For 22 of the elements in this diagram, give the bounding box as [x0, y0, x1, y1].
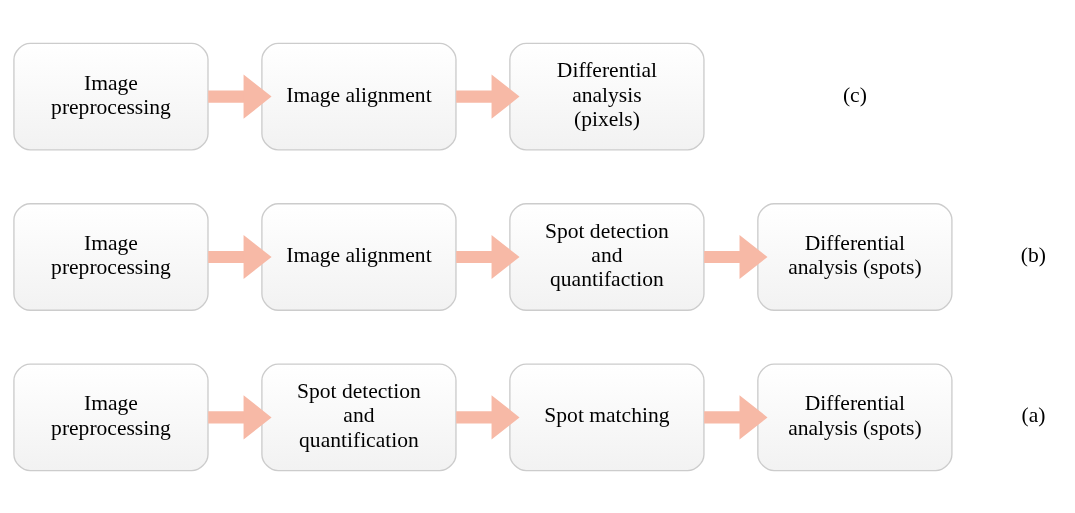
- node-box: Image preprocessing: [13, 42, 209, 151]
- node-box: Differential analysis (pixels): [509, 42, 705, 151]
- node-box: Differential analysis (spots): [757, 362, 953, 471]
- node-box: Spot detection and quantification: [261, 362, 457, 471]
- arrow: [208, 74, 272, 119]
- label: (c): [842, 82, 867, 107]
- node-box: Image alignment: [261, 202, 457, 311]
- node-box: Differential analysis (spots): [757, 202, 953, 311]
- label: (b): [1020, 242, 1047, 267]
- node-box: Spot detection and quantifaction: [509, 202, 705, 311]
- node-box: Spot matching: [509, 362, 705, 471]
- arrow: [704, 394, 768, 439]
- arrow: [456, 394, 520, 439]
- node-box: Image preprocessing: [13, 202, 209, 311]
- node-box: Image alignment: [261, 42, 457, 151]
- arrow: [456, 234, 520, 279]
- arrow: [704, 234, 768, 279]
- arrow: [208, 234, 272, 279]
- arrow: [208, 394, 272, 439]
- arrow: [456, 74, 520, 119]
- node-box: Image preprocessing: [13, 362, 209, 471]
- label: (a): [1021, 403, 1046, 427]
